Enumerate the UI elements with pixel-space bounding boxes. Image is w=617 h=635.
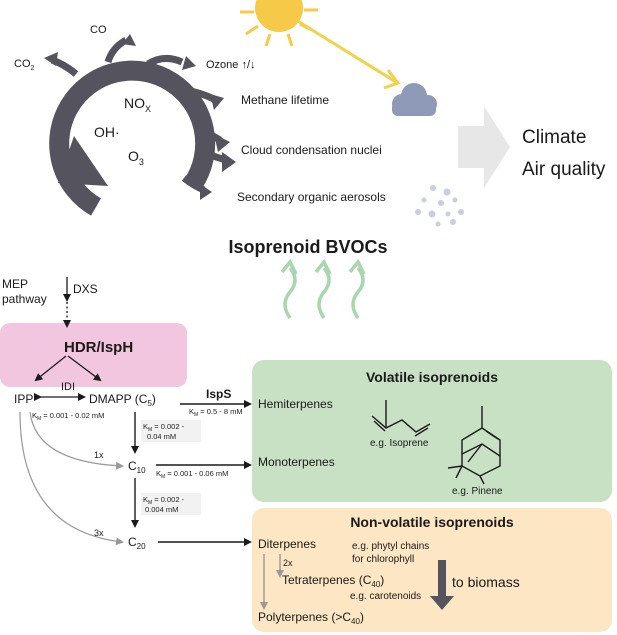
- di-2x-label: 2x: [283, 558, 293, 568]
- biomass-label: to biomass: [452, 574, 520, 590]
- ipp-1x-label: 1x: [94, 450, 104, 460]
- phytyl-label-1: e.g. phytyl chains: [352, 541, 429, 552]
- km-ipp-label: KM = 0.001 - 0.02 mM: [32, 411, 104, 422]
- ozone-label: Ozone ↑/↓: [206, 59, 256, 71]
- oxidation-cycle-icon: [44, 34, 236, 216]
- nonvolatile-title: Non-volatile isoprenoids: [350, 514, 514, 530]
- o3-label: O3: [128, 148, 144, 167]
- sunray-arrow: [295, 18, 401, 90]
- nonvolatile-box: [252, 508, 612, 632]
- tetraterpenes-label: Tetraterpenes (C40): [282, 573, 384, 589]
- monoterpenes-label: Monoterpenes: [258, 455, 335, 469]
- dmapp-label: DMAPP (C5): [89, 392, 156, 408]
- phytyl-label-2: for chlorophyll: [352, 554, 414, 565]
- volatile-box: [252, 360, 612, 502]
- air-quality-label: Air quality: [522, 159, 606, 180]
- bvoc-title: Isoprenoid BVOCs: [228, 237, 387, 257]
- km-c10-label-a: KM = 0.002 -: [143, 422, 185, 433]
- aerosol-dots-icon: [415, 185, 464, 227]
- polyterpenes-label: Polyterpenes (>C40): [258, 610, 364, 626]
- cloud-condensation-label: Cloud condensation nuclei: [241, 143, 382, 157]
- km-mono-label: KM = 0.001 - 0.06 mM: [156, 469, 228, 480]
- pathway-label: pathway: [2, 292, 47, 306]
- volatile-title: Volatile isoprenoids: [366, 369, 498, 385]
- km-c20-label-a: KM = 0.002 -: [143, 495, 185, 506]
- hemiterpenes-label: Hemiterpenes: [258, 397, 333, 411]
- hdr-label: HDR/IspH: [64, 339, 133, 356]
- km-c10-label-b: 0.04 mM: [147, 432, 176, 441]
- isoprene-label: e.g. Isoprene: [370, 438, 429, 449]
- km-c20-label-b: 0.004 mM: [145, 505, 178, 514]
- emission-wavy-arrows-icon: [280, 258, 366, 320]
- oh-label: OH·: [94, 124, 120, 140]
- diterpenes-label: Diterpenes: [258, 537, 316, 551]
- climate-label: Climate: [522, 127, 586, 148]
- co-label: CO: [90, 24, 107, 36]
- c10-label: C10: [128, 459, 146, 475]
- sun-icon: [240, 0, 318, 47]
- methane-lifetime-label: Methane lifetime: [241, 93, 329, 107]
- c20-label: C20: [128, 535, 146, 551]
- climate-arrow-icon: [458, 106, 510, 188]
- ipp-label: IPP: [14, 392, 33, 406]
- biomass-arrow-icon: [430, 560, 454, 610]
- isps-label: IspS: [206, 387, 231, 401]
- km-isps-label: KM = 0.5 - 8 mM: [189, 407, 243, 418]
- pinene-label: e.g. Pinene: [452, 486, 503, 497]
- idi-label: IDI: [61, 381, 75, 393]
- isoprene-structure-icon: [371, 400, 431, 437]
- nox-label: NOX: [124, 95, 151, 114]
- dxs-label: DXS: [73, 282, 98, 296]
- mep-label: MEP: [2, 277, 28, 291]
- co2-label: CO2: [14, 58, 35, 72]
- secondary-aerosols-label: Secondary organic aerosols: [237, 190, 386, 204]
- ipp-3x-label: 3x: [94, 528, 104, 538]
- pinene-structure-icon: [447, 406, 501, 485]
- carotenoids-label: e.g. carotenoids: [350, 591, 421, 602]
- cloud-icon: [392, 83, 437, 116]
